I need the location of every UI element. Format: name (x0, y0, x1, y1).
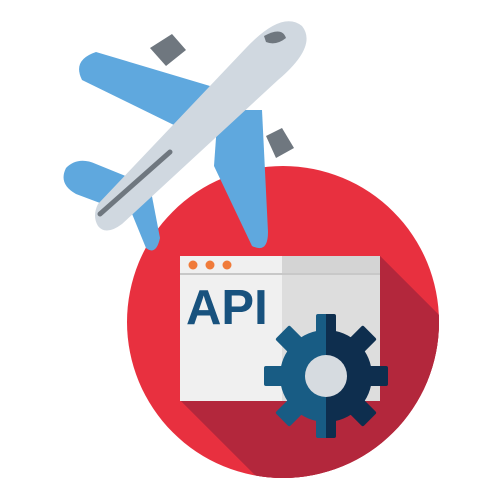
gear-hole (305, 355, 347, 397)
window-dot-1 (188, 260, 198, 270)
airplane-icon (63, 21, 307, 251)
gear-icon (264, 314, 388, 438)
window-dot-2 (205, 260, 215, 270)
api-label: API (186, 281, 268, 335)
window-dot-3 (222, 260, 232, 270)
